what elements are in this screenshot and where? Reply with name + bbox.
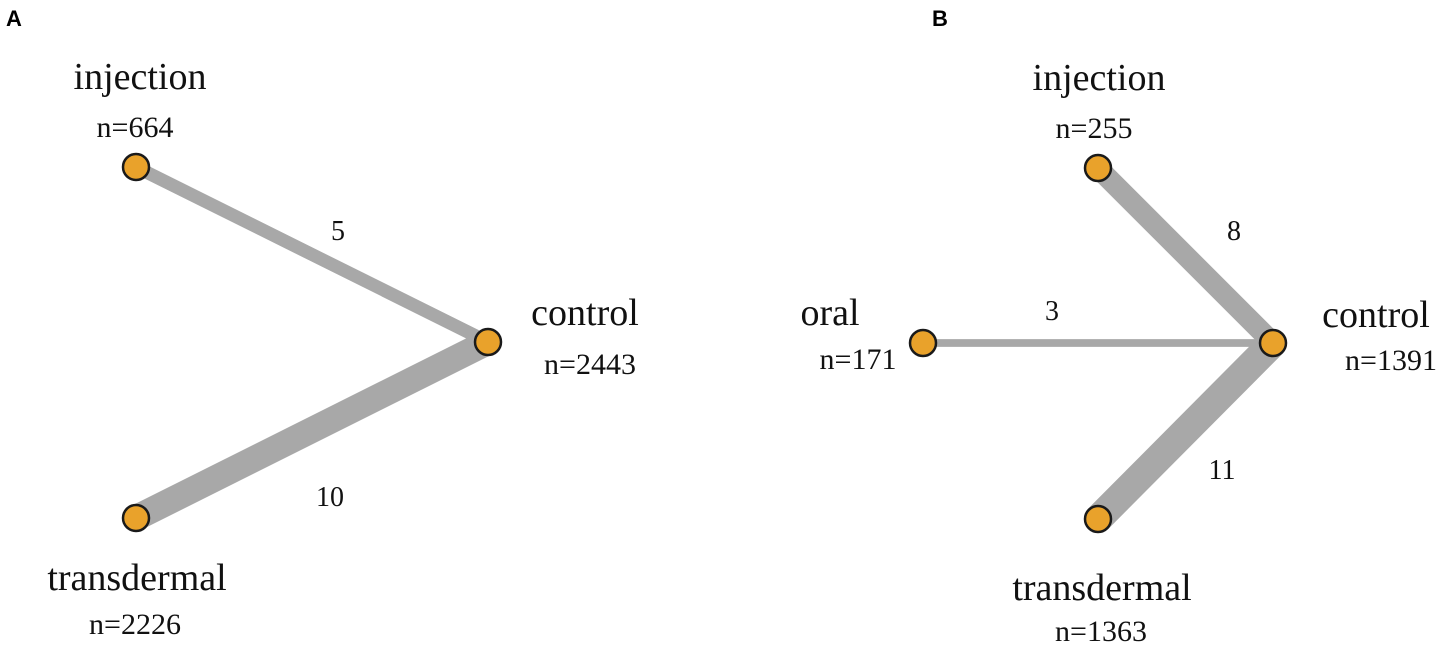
node-label-injection: injection — [1033, 57, 1166, 99]
edge-label-transdermal-control: 11 — [1209, 455, 1236, 486]
node-n-oral: n=171 — [820, 343, 897, 376]
panel-b: B 8 3 11 injection n=255 oral n=171 cont… — [800, 6, 1437, 646]
node-label-transdermal: transdermal — [1012, 567, 1191, 609]
edge-transdermal-control — [1087, 332, 1284, 530]
node-control — [473, 327, 503, 357]
node-n-transdermal: n=2226 — [89, 608, 181, 641]
node-injection — [1083, 153, 1113, 183]
node-label-transdermal: transdermal — [47, 557, 226, 599]
node-oral — [908, 328, 938, 358]
edge-injection-control — [133, 161, 491, 348]
panel-a-letter: A — [6, 6, 22, 31]
edge-label-oral-control: 3 — [1045, 296, 1059, 327]
node-transdermal — [1083, 504, 1113, 534]
node-n-injection: n=255 — [1056, 112, 1133, 145]
node-control — [1258, 328, 1288, 358]
edge-injection-control — [1090, 160, 1281, 351]
node-label-oral: oral — [800, 292, 859, 334]
node-transdermal — [121, 503, 151, 533]
node-label-control: control — [1322, 294, 1430, 336]
node-n-control: n=1391 — [1345, 344, 1437, 377]
node-label-control: control — [531, 292, 639, 334]
panel-a: A 5 10 injection n=664 control n=2443 tr… — [6, 6, 639, 641]
edge-label-transdermal-control: 10 — [316, 482, 344, 513]
node-n-transdermal: n=1363 — [1055, 615, 1147, 646]
node-label-injection: injection — [74, 56, 207, 98]
edge-label-injection-control: 8 — [1227, 216, 1241, 247]
edge-label-injection-control: 5 — [331, 216, 345, 247]
panel-b-letter: B — [932, 6, 948, 31]
node-injection — [121, 152, 151, 182]
node-n-injection: n=664 — [97, 111, 174, 144]
edge-transdermal-control — [130, 330, 494, 530]
node-n-control: n=2443 — [544, 348, 636, 381]
